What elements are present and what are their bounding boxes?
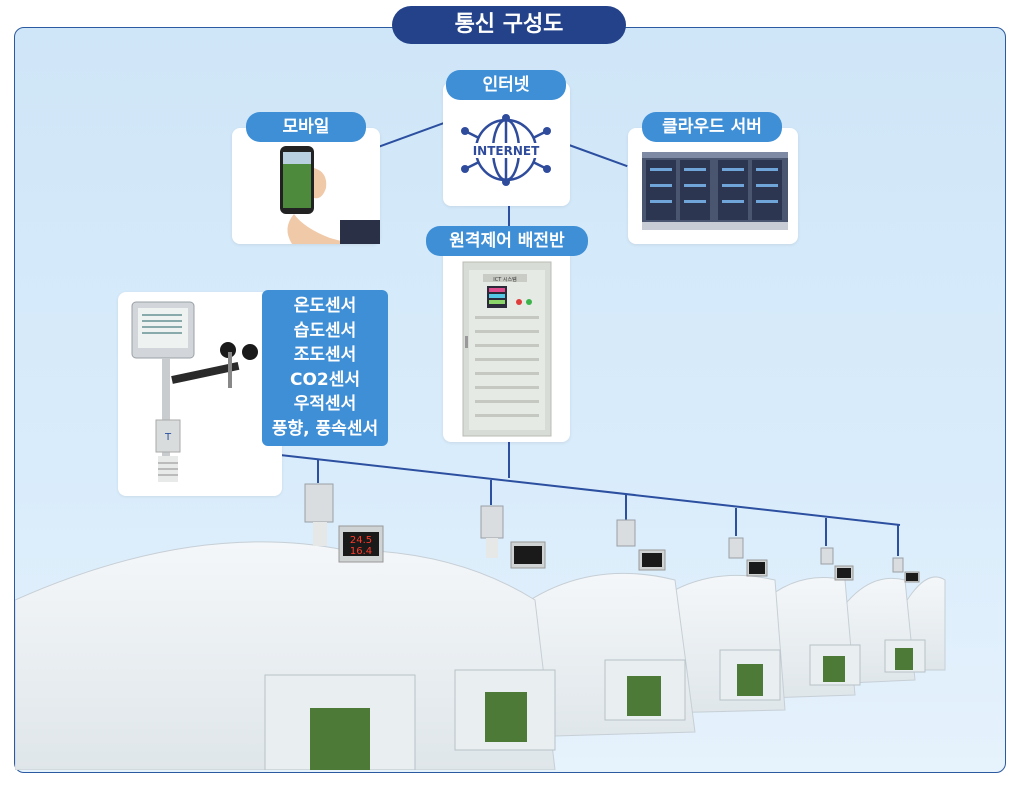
weather-station-icon: T: [131, 301, 258, 482]
line-panel-bus: [508, 442, 510, 478]
sensor-wind: 풍향, 풍속센서: [271, 418, 379, 439]
internet-label: 인터넷: [446, 70, 566, 100]
diagram-title: 통신 구성도: [392, 6, 626, 44]
panel-label: ICT 시스템: [493, 276, 517, 283]
mobile-card: [232, 128, 380, 244]
sensor-humidity: 습도센서: [293, 320, 357, 341]
sensor-temperature: 온도센서: [293, 296, 357, 316]
sensor-list: 온도센서 습도센서 조도센서 CO2센서 우적센서 풍향, 풍속센서: [262, 290, 388, 446]
server-rack-icon: [642, 152, 788, 230]
panel-card: ICT 시스템: [443, 240, 570, 442]
control-panel-icon: ICT 시스템: [462, 261, 552, 437]
mobile-label: 모바일: [246, 112, 366, 142]
weather-station-card: T: [118, 292, 282, 496]
sensor-co2: CO2센서: [289, 369, 361, 390]
internet-card: INTERNET: [443, 82, 570, 206]
display-line2: 16.4: [350, 546, 372, 557]
globe-icon: INTERNET: [461, 114, 551, 186]
cloud-label: 클라우드 서버: [642, 112, 782, 142]
internet-icon-text: INTERNET: [473, 144, 540, 158]
cloud-card: [628, 128, 798, 244]
greenhouse-illustration: 24.5 16.4: [15, 483, 946, 770]
svg-text:T: T: [164, 432, 172, 443]
smartphone-icon: [280, 146, 380, 244]
display-line1: 24.5: [350, 535, 372, 546]
sensor-rain: 우적센서: [293, 394, 357, 414]
sensor-illuminance: 조도센서: [293, 345, 357, 365]
line-internet-panel: [508, 205, 510, 227]
panel-title: 원격제어 배전반: [426, 226, 588, 256]
